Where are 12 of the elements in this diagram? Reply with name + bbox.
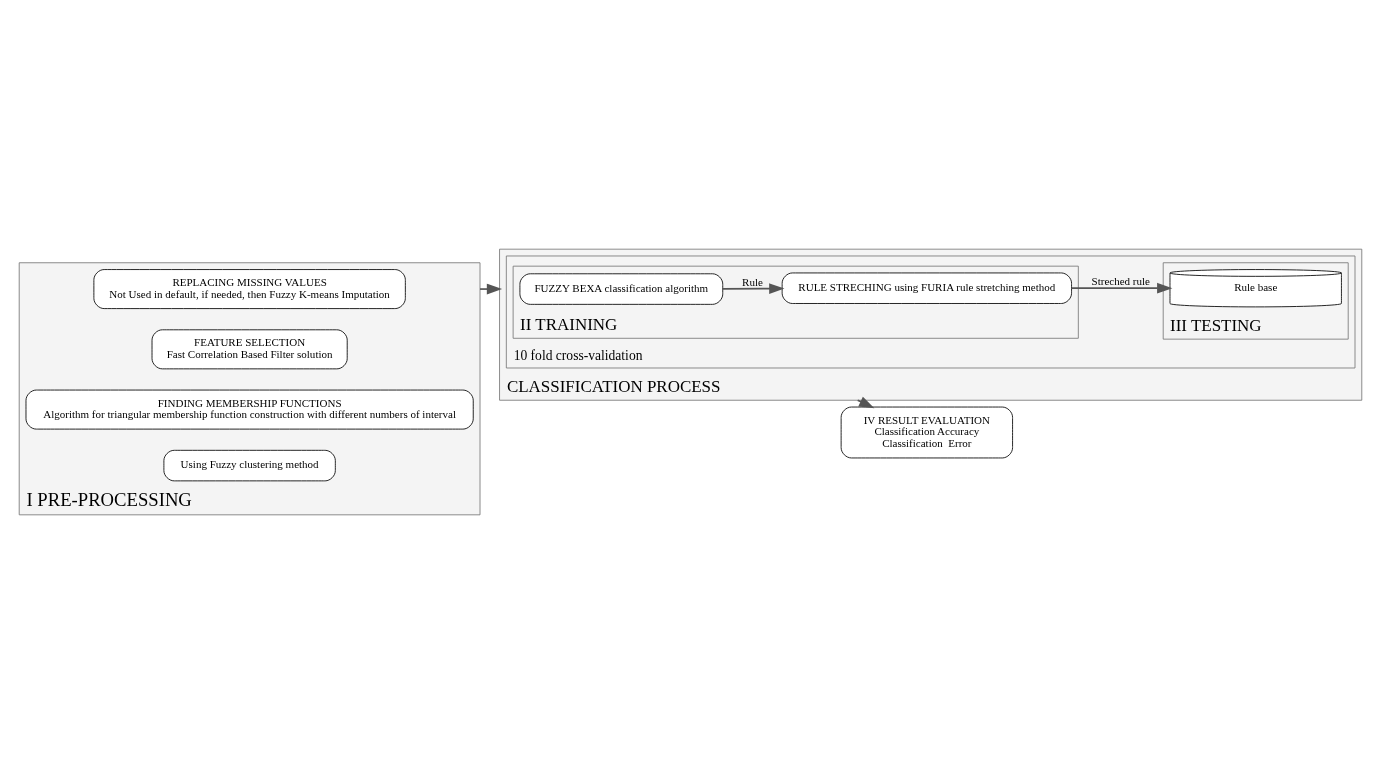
arrow	[1070, 282, 1173, 294]
arrow	[479, 283, 503, 294]
node-box: REPLACING MISSING VALUES Not Used in default, if needed, then Fuzzy K-means Imputation	[93, 268, 406, 309]
node-box: IV RESULT EVALUATION Classification Accuracy Classification Error	[840, 406, 1013, 458]
node-box: RULE STRECHING using FURIA rule stretching method	[781, 272, 1072, 304]
edge-label: Streched rule	[1091, 274, 1150, 287]
edge-label: Rule	[742, 275, 763, 288]
node-box: FEATURE SELECTION Fast Correlation Based Filter solution	[151, 328, 348, 369]
node-box: Using Fuzzy clustering method	[163, 449, 336, 481]
node-box: FUZZY BEXA classification algorithm	[519, 272, 724, 305]
arrow	[722, 282, 785, 294]
node-box: FINDING MEMBERSHIP FUNCTIONS Algorithm for triangular membership function construction with different numbers of interval	[25, 389, 474, 430]
